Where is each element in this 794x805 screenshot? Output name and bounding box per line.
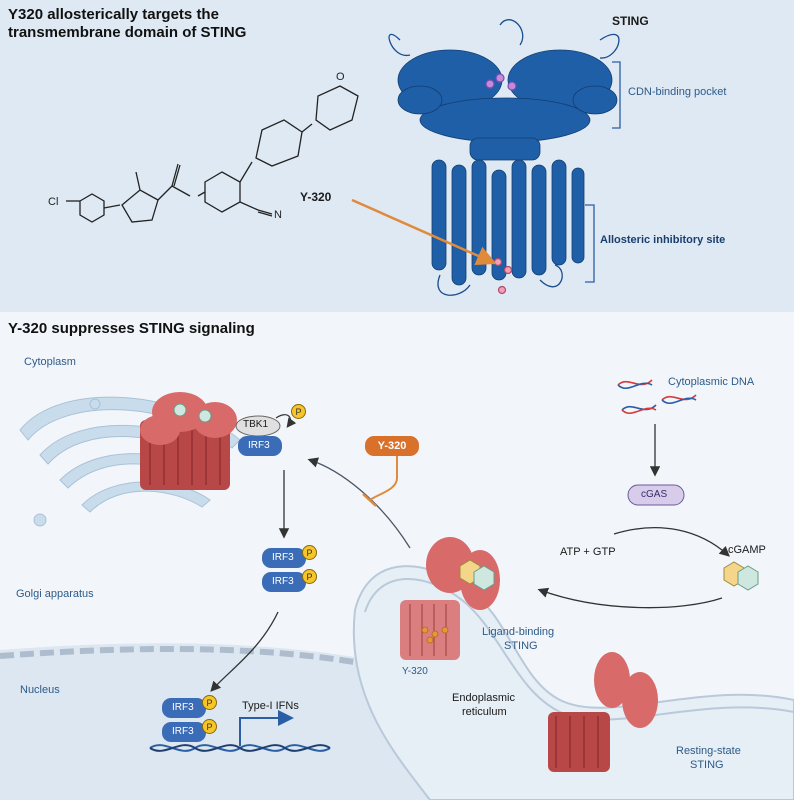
bottom-title: Y-320 suppresses STING signaling	[8, 320, 255, 337]
top-panel-bg	[0, 0, 794, 312]
phospho-badge-nuc-bottom: P	[202, 719, 217, 734]
er-label-line1: Endoplasmic	[452, 692, 515, 704]
ligand-binding-sting	[400, 537, 500, 660]
nucleus-label: Nucleus	[20, 684, 60, 696]
inhibitor-pill: Y-320	[365, 436, 419, 456]
resting-label-line2: STING	[690, 759, 724, 771]
cdn-pocket-label: CDN-binding pocket	[628, 86, 727, 98]
atom-o-morph-label: O	[336, 71, 345, 83]
cdn-pocket-bracket	[612, 61, 621, 129]
transcription-arrow	[239, 710, 294, 746]
irf3-nuc-bottom-blob	[162, 722, 206, 742]
allosteric-site-label: Allosteric inhibitory site	[600, 234, 726, 246]
chemical-structure	[66, 85, 359, 223]
irf3-golgi-blob	[238, 436, 282, 456]
resting-state-sting	[548, 652, 658, 772]
golgi-label: Golgi apparatus	[16, 588, 94, 600]
sting-loops	[388, 19, 620, 296]
cgamp-molecule	[723, 561, 759, 591]
inhibitor-tbar	[362, 493, 377, 507]
er-label-line2: reticulum	[462, 706, 507, 718]
cyto-dna-label: Cytoplasmic DNA	[668, 376, 755, 388]
cdn-ligand	[485, 73, 517, 91]
inhibitor-line	[369, 456, 398, 501]
irf3-golgi-label: IRF3	[248, 440, 270, 451]
atp-gtp-label: ATP + GTP	[560, 546, 616, 558]
phospho-badge-nuc-top: P	[202, 695, 217, 710]
arrow-atpgtp-to-cgamp	[613, 527, 730, 557]
compound-label: Y-320	[300, 190, 332, 204]
cgas-blob	[627, 484, 685, 506]
cytoplasm-label: Cytoplasm	[24, 356, 76, 368]
atom-cl-label: Cl	[48, 196, 58, 208]
tbk1-label: TBK1	[243, 419, 269, 430]
irf3-nuc-top-label: IRF3	[172, 702, 194, 713]
y320-pointer-arrow	[351, 198, 497, 266]
arrow-cgamp-to-sting	[537, 587, 723, 609]
er-membrane-inner	[364, 578, 794, 721]
y320-small-label: Y-320	[402, 666, 428, 677]
top-title-line1: Y320 allosterically targets the	[8, 6, 219, 23]
irf3-dimer-top-label: IRF3	[272, 552, 294, 563]
irf3-dimer-bottom-label: IRF3	[272, 576, 294, 587]
sting-label: STING	[612, 14, 649, 28]
resting-label-line1: Resting-state	[676, 745, 741, 757]
top-title-line2: transmembrane domain of STING	[8, 24, 247, 41]
irf3-dimer-top-blob	[262, 548, 306, 568]
activated-sting-oligomer	[140, 392, 237, 490]
promoter-dna	[149, 744, 331, 752]
phospho-badge-tbk1: P	[291, 404, 306, 419]
cytoplasmic-dna-strands	[617, 379, 697, 415]
cgamp-label: cGAMP	[728, 544, 766, 556]
cgas-label: cGAS	[641, 489, 668, 500]
irf3-dimer-bottom-blob	[262, 572, 306, 592]
irf3-nuc-top-blob	[162, 698, 206, 718]
arrow-ligand-sting-to-golgi	[307, 457, 411, 549]
tbk1-phosphorylation-arrow	[275, 414, 297, 428]
arrow-irf3-to-nucleus	[210, 611, 279, 692]
type1-ifn-label: Type-I IFNs	[242, 700, 299, 712]
sting-protein-ribbon	[397, 49, 618, 286]
atom-n-cyano-label: N	[274, 209, 282, 221]
ligand-binding-label-line1: Ligand-binding	[482, 626, 555, 638]
phospho-badge-dimer-bottom: P	[302, 569, 317, 584]
ligand-binding-label-line2: STING	[504, 640, 538, 652]
irf3-nuc-bottom-label: IRF3	[172, 726, 194, 737]
allosteric-site-bracket	[585, 204, 595, 283]
phospho-badge-dimer-top: P	[302, 545, 317, 560]
